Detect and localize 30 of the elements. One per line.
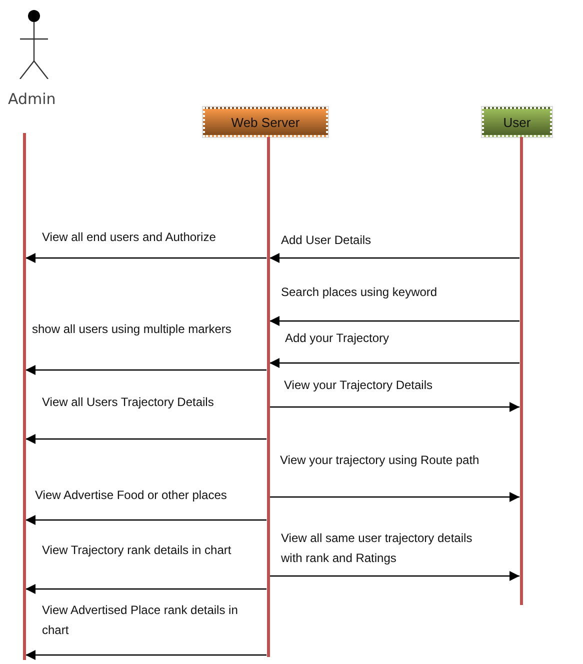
- message-arrow: [270, 253, 520, 263]
- lifeline: [22, 133, 26, 660]
- participant-box: User: [482, 107, 552, 137]
- edge-label: Add your Trajectory: [285, 330, 390, 347]
- edge-label: Add User Details: [281, 232, 372, 249]
- message-arrow: [270, 571, 520, 581]
- edge-label: View all same user trajectory details with rank and Ratings: [281, 530, 474, 567]
- edge-label: View Advertise Food or other places: [35, 487, 228, 504]
- edge-label: View Advertised Place rank details in chart: [42, 602, 239, 639]
- edge-label: View all Users Trajectory Details: [42, 394, 215, 411]
- participant-box: Web Server: [203, 107, 328, 137]
- message-arrow: [26, 253, 266, 263]
- edge-label: View your Trajectory Details: [284, 377, 434, 394]
- edge-label: show all users using multiple markers: [32, 321, 232, 338]
- message-arrow: [26, 365, 266, 375]
- lifeline: [266, 137, 270, 657]
- message-arrow: [270, 316, 520, 326]
- lifeline: [520, 137, 522, 605]
- message-arrow: [26, 434, 266, 444]
- message-arrow: [26, 515, 266, 525]
- edge-label: Search places using keyword: [281, 284, 438, 301]
- edge-label: View your trajectory using Route path: [280, 452, 480, 469]
- message-arrow: [26, 650, 266, 660]
- message-arrow: [270, 358, 520, 368]
- edge-label: View Trajectory rank details in chart: [42, 542, 232, 559]
- actor-name: Admin: [8, 90, 56, 108]
- message-arrow: [26, 584, 266, 594]
- edge-label: View all end users and Authorize: [42, 229, 217, 246]
- message-arrow: [270, 402, 520, 412]
- message-arrow: [270, 492, 520, 502]
